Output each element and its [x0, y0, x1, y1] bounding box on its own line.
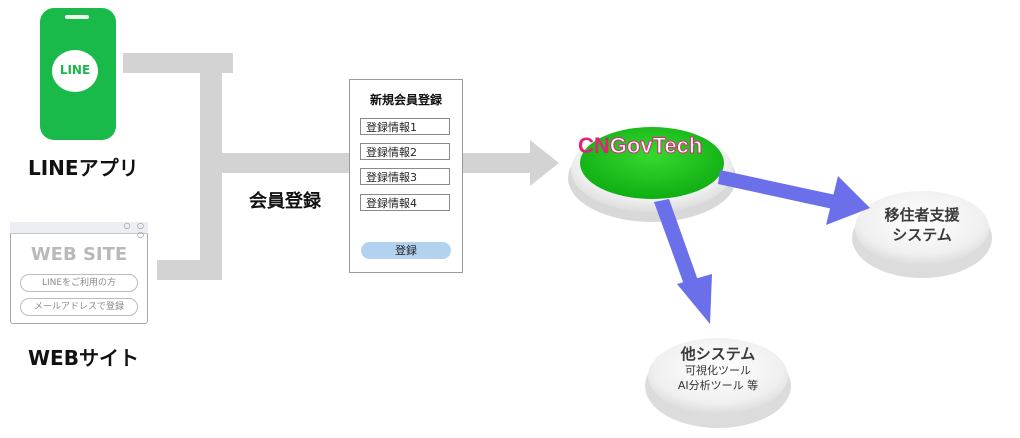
line-app-caption: LINEアプリ	[28, 156, 139, 180]
ijuu-support-line1: 移住者支援	[884, 206, 960, 224]
connector-to-form	[222, 153, 349, 173]
line-logo-text: LINE	[59, 63, 91, 77]
registration-field-4[interactable]: 登録情報4	[360, 194, 450, 211]
email-register-button[interactable]: メールアドレスで登録	[20, 298, 138, 316]
registration-form	[349, 79, 463, 273]
member-registration-label: 会員登録	[249, 191, 321, 212]
ijuu-support-pedestal	[852, 191, 992, 278]
other-systems-line2: AI分析ツール 等	[677, 379, 759, 392]
connector-vertical	[200, 53, 222, 280]
line-login-button[interactable]: LINEをご利用の方	[20, 274, 138, 292]
other-systems-line1: 可視化ツール	[685, 364, 751, 377]
website-title: WEB SITE	[30, 244, 128, 265]
other-systems-pedestal	[645, 338, 791, 428]
register-submit-button[interactable]: 登録	[361, 242, 451, 259]
website-caption: WEBサイト	[28, 346, 139, 370]
registration-field-2[interactable]: 登録情報2	[360, 143, 450, 160]
window-controls-icon: ○ ○ ○	[123, 221, 146, 239]
other-systems-title: 他システム	[680, 345, 756, 363]
line-logo-icon	[52, 50, 98, 92]
hub-node	[568, 127, 736, 222]
hub-to-other-arrow	[654, 199, 712, 324]
logo-cn-text: CN	[578, 133, 610, 158]
connector-bottom-arm	[157, 260, 222, 280]
source-connector	[123, 53, 349, 280]
cn-govtech-logo: CNGovTech	[578, 133, 703, 159]
registration-field-1[interactable]: 登録情報1	[360, 118, 450, 135]
hub-to-ijuu-arrow	[718, 170, 870, 225]
phone-speaker	[65, 15, 89, 19]
form-to-hub-arrow	[462, 140, 559, 186]
other-systems-subtitle: 可視化ツール AI分析ツール 等	[652, 363, 784, 393]
logo-govtech-text: GovTech	[609, 133, 703, 159]
registration-field-3[interactable]: 登録情報3	[360, 168, 450, 185]
registration-form-title: 新規会員登録	[369, 93, 442, 107]
ijuu-support-line2: システム	[892, 226, 952, 244]
website-window	[10, 222, 148, 324]
website-titlebar	[10, 222, 148, 234]
ijuu-support-label: 移住者支援 システム	[872, 205, 972, 245]
